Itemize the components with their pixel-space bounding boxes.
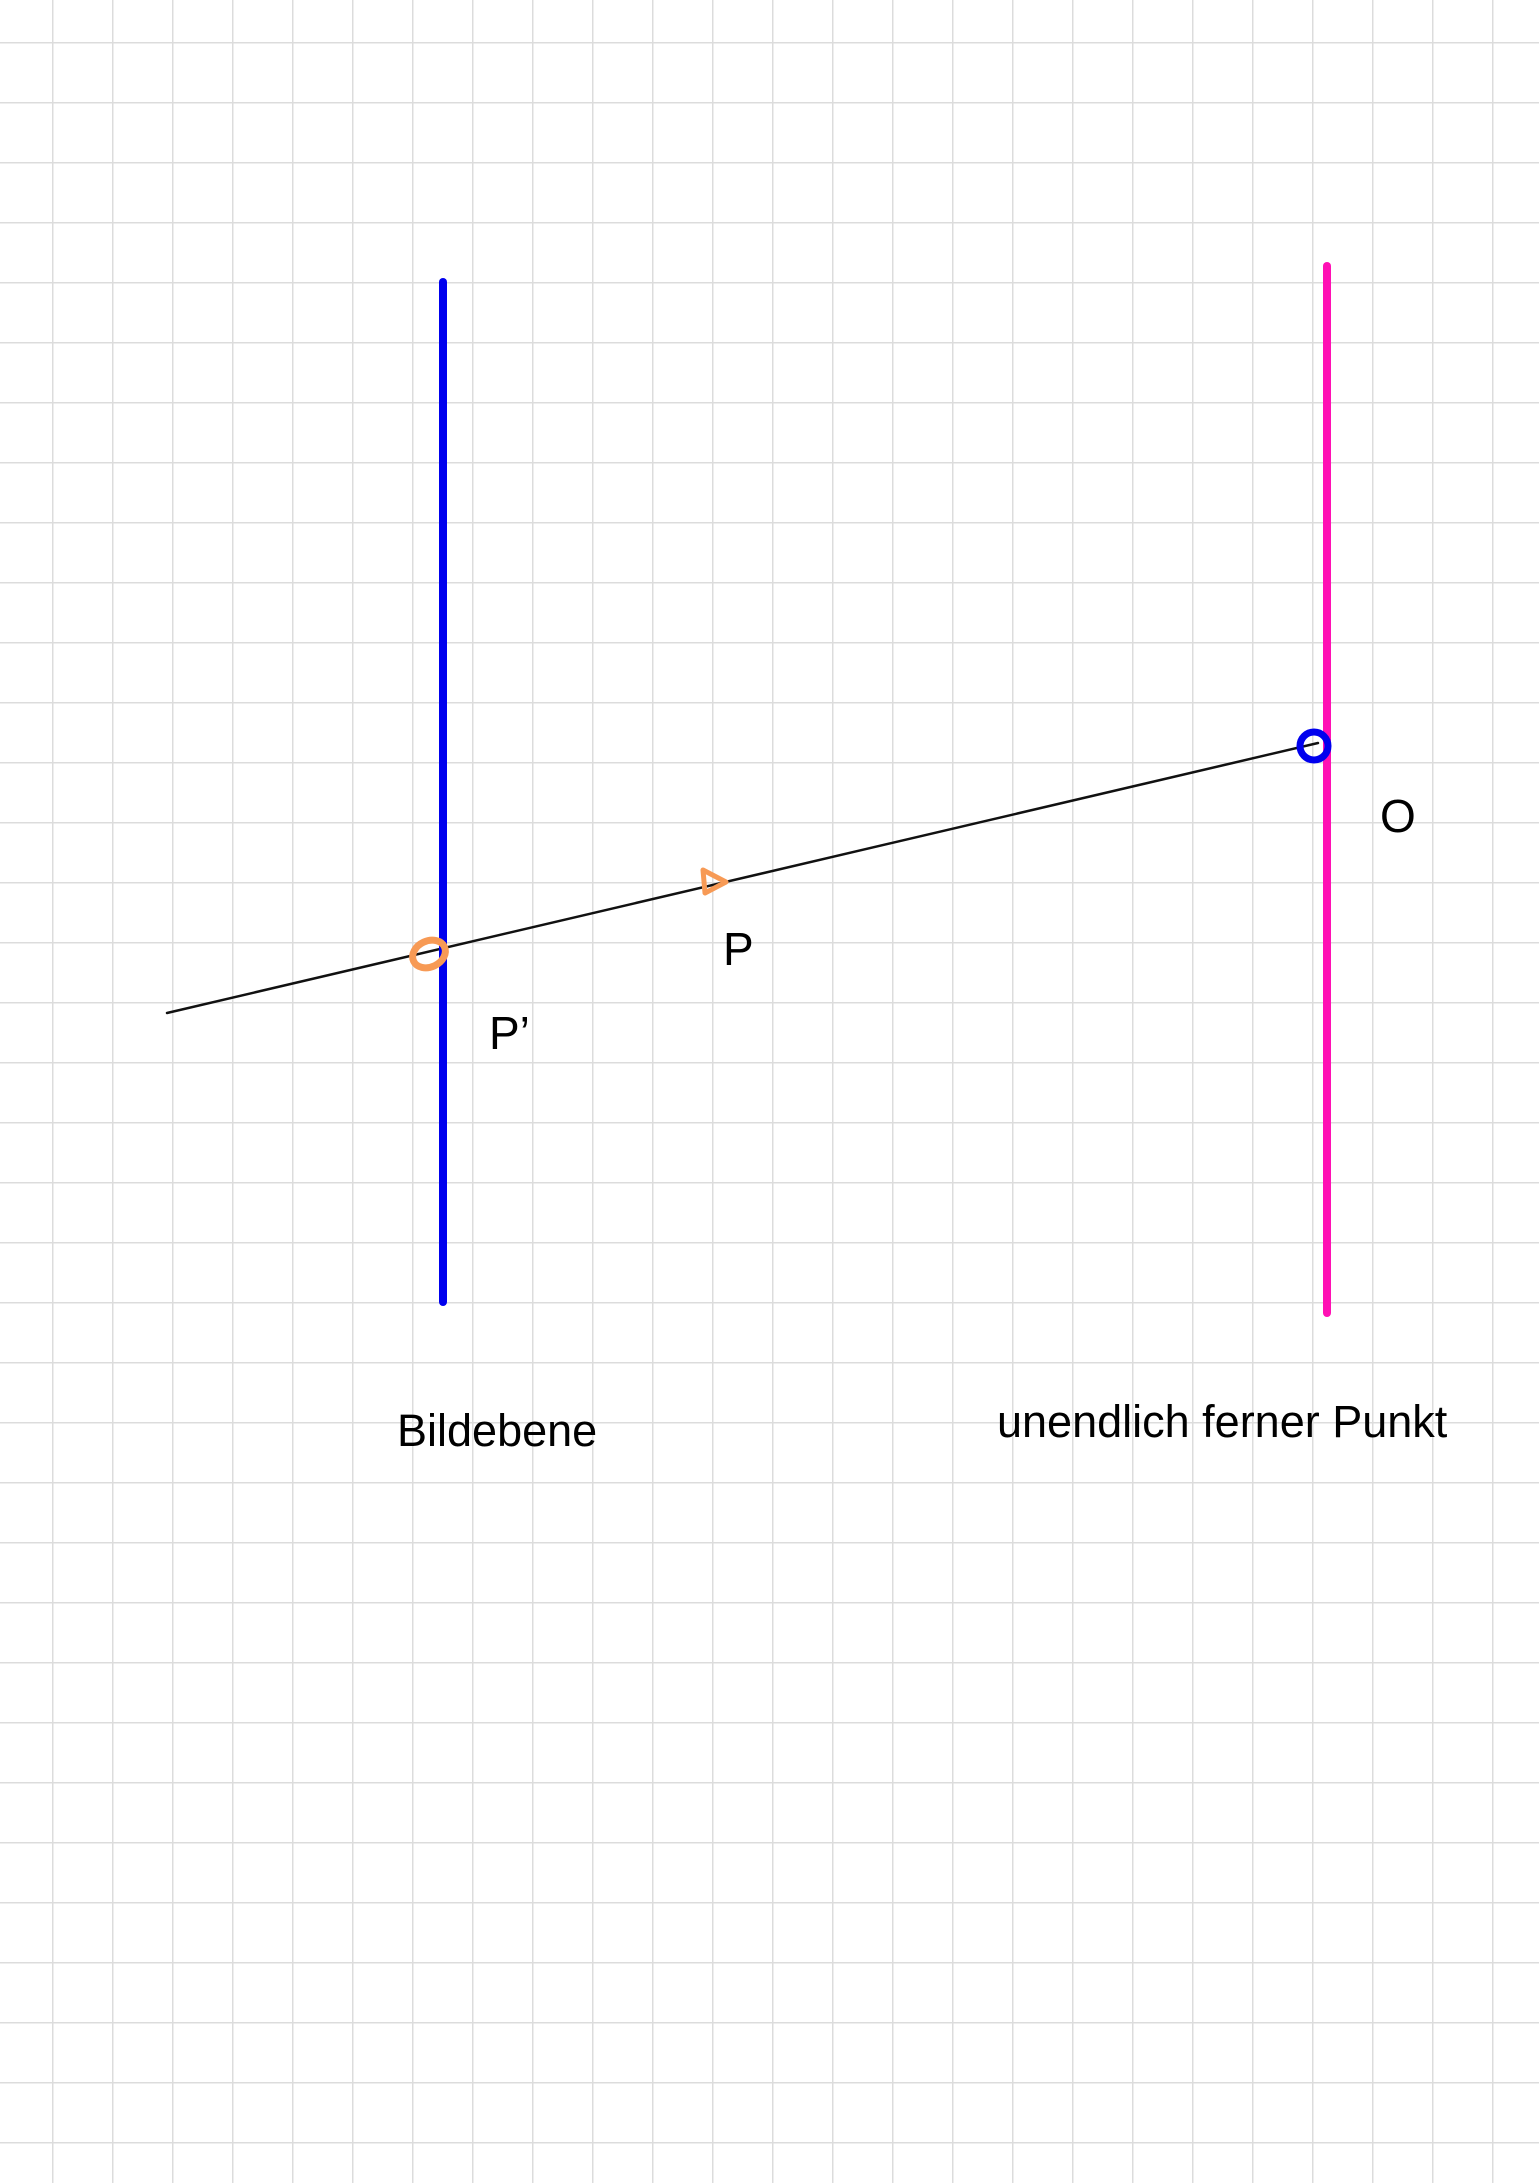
point-p-prime-label: P’ [489,1007,530,1059]
point-p-prime-marker [409,936,449,972]
image-plane-caption: Bildebene [397,1405,598,1456]
point-o-marker [1296,728,1332,764]
point-p-marker [700,867,729,896]
point-o-label: O [1380,790,1416,842]
infinite-point-caption: unendlich ferner Punkt [997,1396,1448,1447]
projection-ray [165,741,1320,1015]
point-p-label: P [723,923,754,975]
